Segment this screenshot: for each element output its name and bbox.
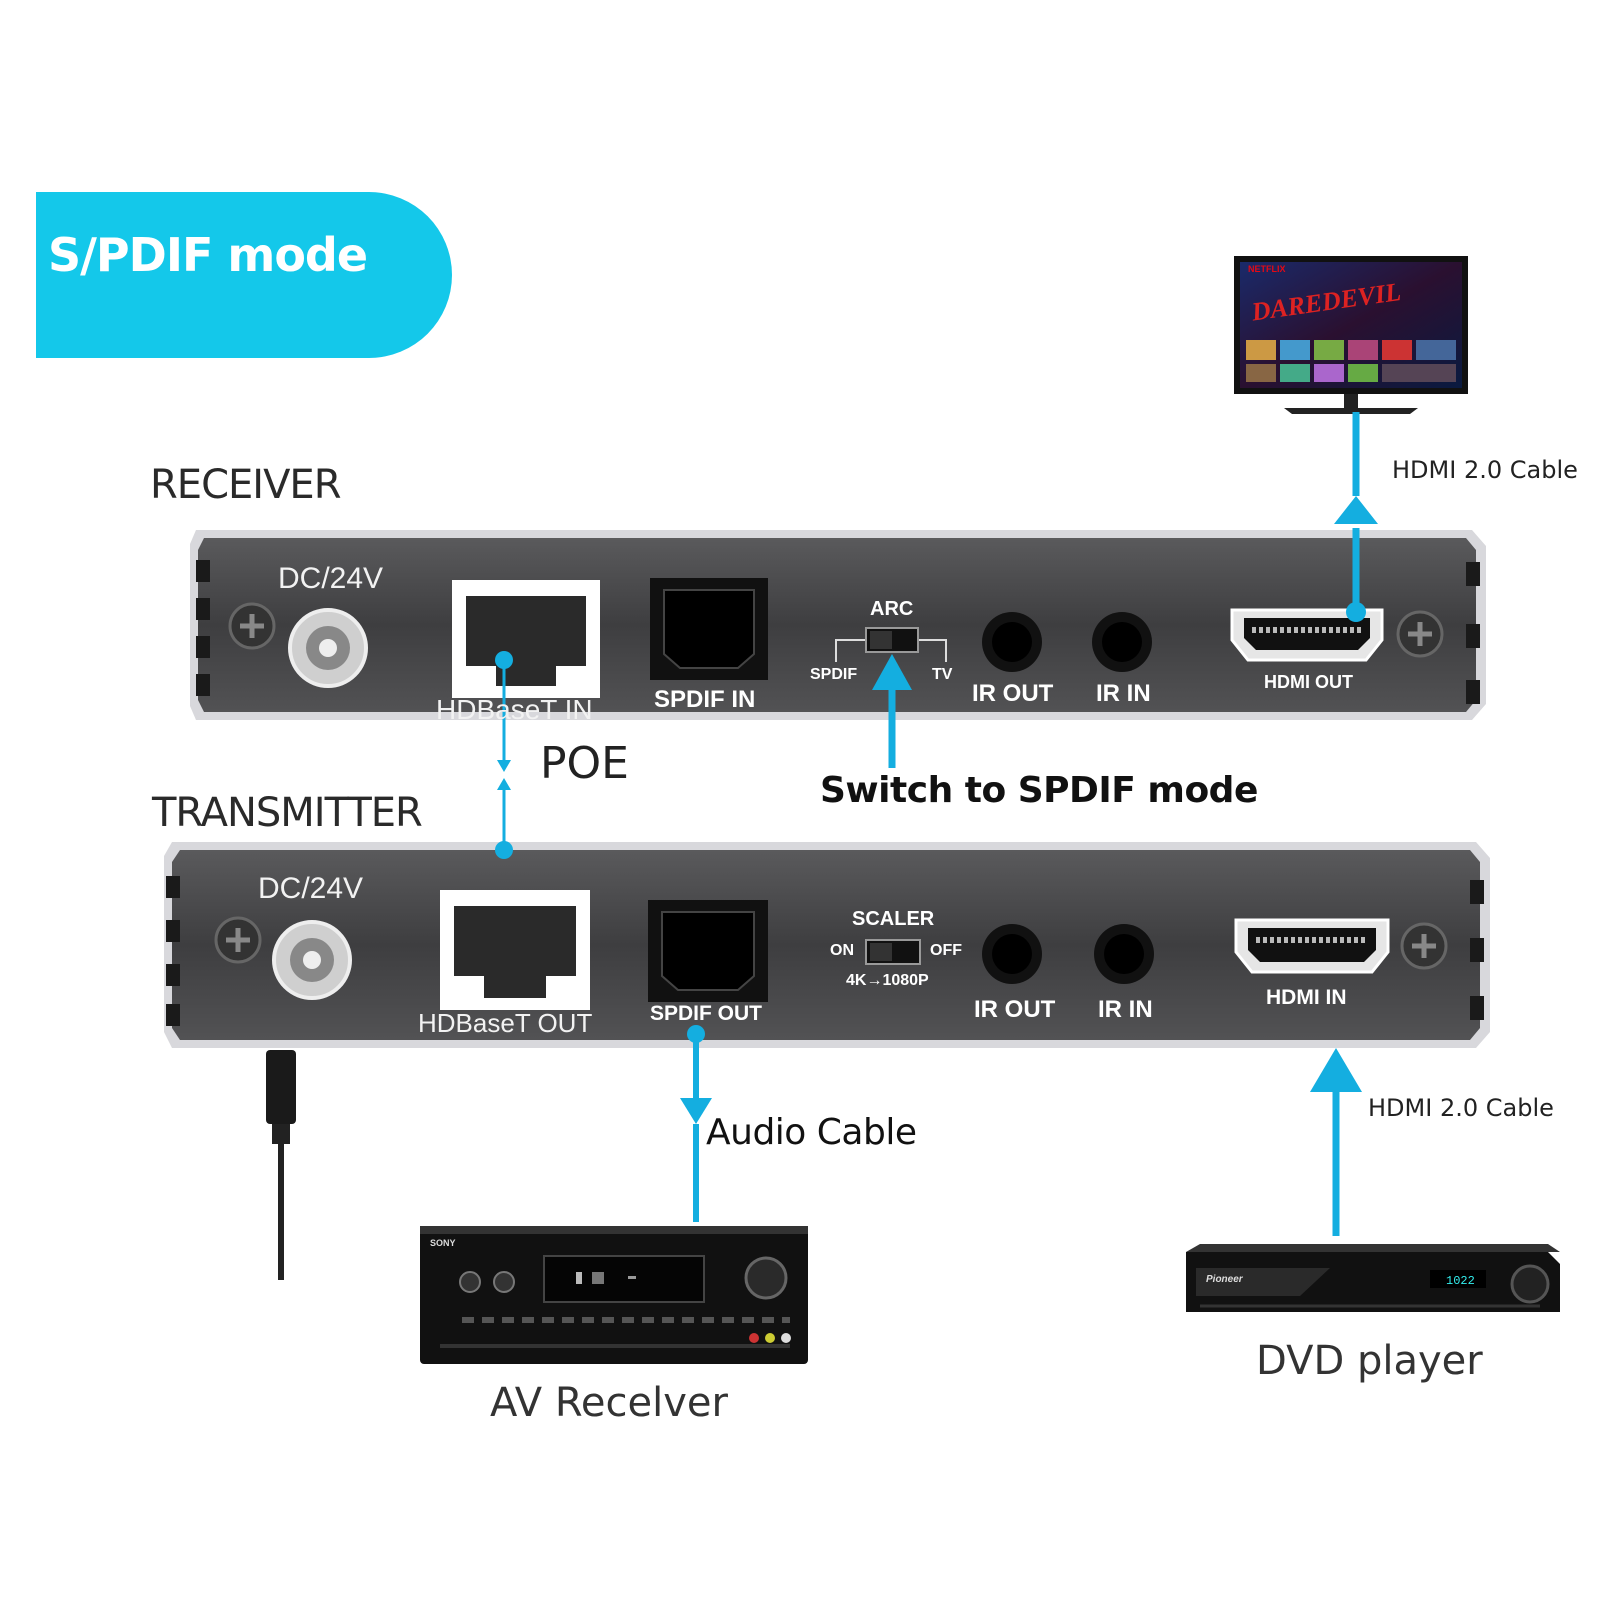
transmitter-scale-mode-label: 4K→1080P [846,972,929,989]
audio-cable [680,1025,712,1222]
av-brand-text: SONY [430,1238,456,1248]
scaler-switch-icon [865,939,921,965]
mode-badge: S/PDIF mode [36,192,452,358]
poe-link [495,651,513,859]
optical-port-icon [648,900,768,1002]
screw-icon [1400,922,1448,970]
receiver-spdif-label: SPDIF IN [654,686,756,713]
receiver-arc-label: ARC [870,598,914,620]
transmitter-hdbaset-label: HDBaseT OUT [418,1008,593,1038]
hdmi-port-icon [1230,608,1384,662]
hdmi-cable-from-dvd [1310,1048,1362,1236]
dvd-display-text: 1022 [1446,1274,1475,1288]
receiver-title: RECEIVER [150,462,341,508]
dvd-player-icon [1186,1244,1560,1312]
transmitter-scaler-label: SCALER [852,908,935,930]
dvd-brand-text: Pioneer [1206,1274,1244,1285]
rj45-port-icon [452,580,600,698]
dc-jack-icon [288,608,368,688]
screw-icon [228,602,276,650]
receiver-arc-spdif-label: SPDIF [810,666,858,683]
switch-note: Switch to SPDIF mode [820,770,1258,811]
rj45-port-icon [440,890,590,1010]
receiver-arc-tv-label: TV [932,666,953,683]
transmitter-ir-in-label: IR IN [1098,996,1153,1023]
power-cable-icon [266,1050,296,1280]
hdmi-port-icon [1234,918,1390,974]
screw-icon [1396,610,1444,658]
arc-switch-icon [835,627,947,662]
receiver-hdbaset-label: HDBaseT IN [436,694,593,725]
hdmi-cable-bottom-label: HDMI 2.0 Cable [1368,1094,1554,1122]
av-receiver-icon [420,1226,808,1364]
poe-label: POE [540,738,629,789]
audio-cable-label: Audio Cable [706,1112,917,1153]
screw-icon [214,916,262,964]
transmitter-dc-label: DC/24V [258,872,364,905]
transmitter-title: TRANSMITTER [152,790,423,836]
receiver-dc-label: DC/24V [278,562,384,595]
tv-icon [1234,256,1468,414]
receiver-ir-in-label: IR IN [1096,680,1151,707]
optical-port-icon [650,578,768,680]
tv-brand-text: NETFLIX [1248,264,1286,274]
ir-out-jack-icon [982,612,1042,672]
hdmi-cable-to-tv [1334,412,1378,622]
receiver-ir-out-label: IR OUT [972,680,1054,707]
switch-note-arrow [872,654,912,768]
av-receiver-label: AV Recelver [490,1380,728,1426]
transmitter-scaler-on-label: ON [830,942,854,959]
hdmi-cable-top-label: HDMI 2.0 Cable [1392,456,1578,484]
dvd-player-label: DVD player [1256,1338,1483,1384]
ir-in-jack-icon [1094,924,1154,984]
dc-jack-icon [272,920,352,1000]
transmitter-ir-out-label: IR OUT [974,996,1056,1023]
ir-in-jack-icon [1092,612,1152,672]
ir-out-jack-icon [982,924,1042,984]
transmitter-scaler-off-label: OFF [930,942,962,959]
transmitter-spdif-label: SPDIF OUT [650,1002,763,1025]
receiver-hdmi-label: HDMI OUT [1264,672,1353,692]
mode-badge-label: S/PDIF mode [48,228,368,282]
transmitter-hdmi-label: HDMI IN [1266,986,1347,1009]
